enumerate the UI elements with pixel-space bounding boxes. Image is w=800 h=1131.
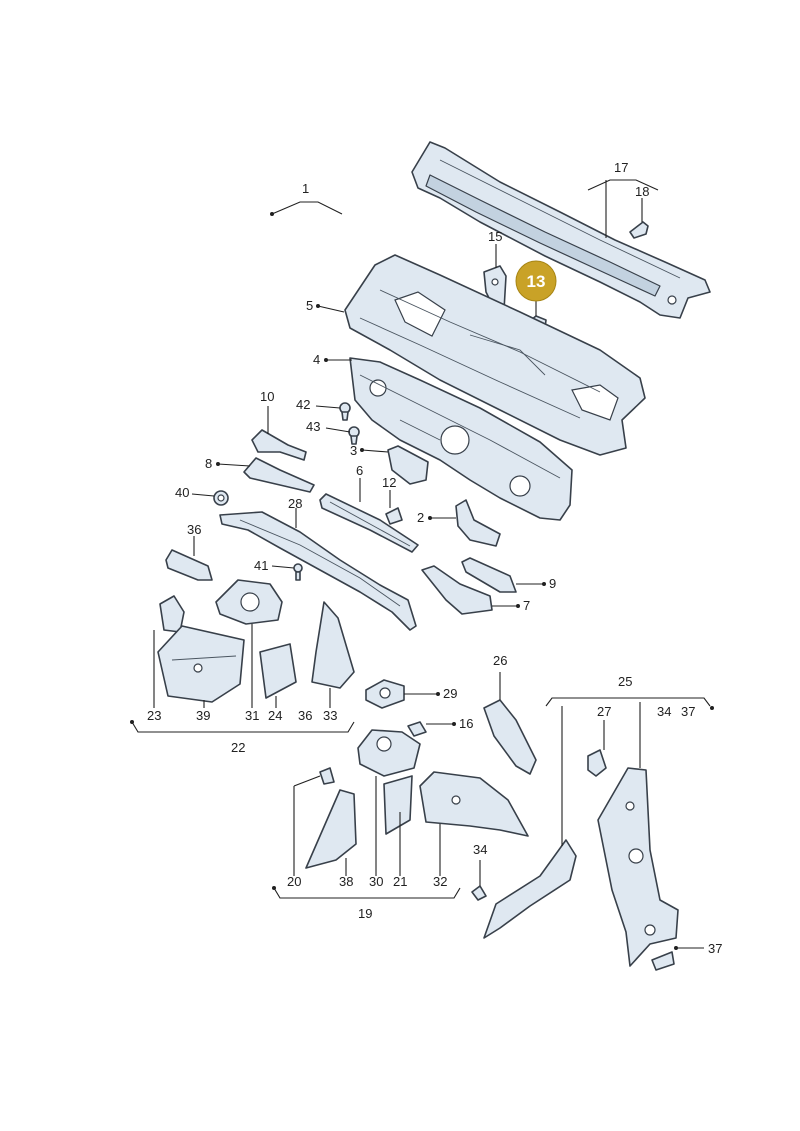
- callout-26: 26: [493, 653, 507, 668]
- part-23-bracket[interactable]: [159, 595, 185, 633]
- callout-40: 40: [175, 485, 189, 500]
- callout-7: 7: [523, 598, 530, 613]
- callout-20: 20: [287, 874, 301, 889]
- callout-37-bottom: 37: [708, 941, 722, 956]
- leader-lines: [130, 179, 714, 950]
- part-3-bracket[interactable]: [387, 445, 429, 485]
- part-37-plate[interactable]: [651, 951, 675, 971]
- part-2-bracket[interactable]: [455, 499, 501, 547]
- callout-41: 41: [254, 558, 268, 573]
- callout-17: 17: [614, 160, 628, 175]
- part-38-panel[interactable]: [305, 789, 357, 869]
- part-39-wheelhouse[interactable]: [157, 625, 245, 703]
- callout-2: 2: [417, 510, 424, 525]
- callout-38: 38: [339, 874, 353, 889]
- callout-39: 39: [196, 708, 210, 723]
- callout-29: 29: [443, 686, 457, 701]
- part-33-panel[interactable]: [311, 601, 355, 689]
- callout-6: 6: [356, 463, 363, 478]
- part-4-bulkhead[interactable]: [349, 357, 573, 521]
- part-24-panel[interactable]: [259, 643, 297, 699]
- callout-32: 32: [433, 874, 447, 889]
- callout-33: 33: [323, 708, 337, 723]
- callout-27: 27: [597, 704, 611, 719]
- callout-36-top: 36: [187, 522, 201, 537]
- highlight-badge: [515, 260, 557, 302]
- part-18-bracket[interactable]: [629, 221, 649, 239]
- part-31-strut-mount[interactable]: [215, 579, 283, 625]
- callout-34-bottom: 34: [473, 842, 487, 857]
- callout-42: 42: [296, 397, 310, 412]
- part-10-bracket[interactable]: [251, 429, 307, 461]
- part-26-member[interactable]: [483, 699, 537, 775]
- part-43-bolt[interactable]: [348, 426, 360, 445]
- part-8-bracket[interactable]: [243, 457, 315, 493]
- part-30-strut-tower[interactable]: [357, 729, 421, 777]
- part-5-plenum-panel[interactable]: [344, 254, 646, 456]
- part-41-screw[interactable]: [293, 563, 303, 581]
- callout-8: 8: [205, 456, 212, 471]
- part-40-nut[interactable]: [213, 490, 229, 506]
- callout-34-top: 34: [657, 704, 671, 719]
- part-28-rail[interactable]: [219, 511, 417, 631]
- part-36-bracket-a[interactable]: [165, 549, 213, 581]
- part-21-panel[interactable]: [383, 775, 413, 835]
- part-42-bolt[interactable]: [339, 402, 351, 421]
- callout-18: 18: [635, 184, 649, 199]
- callout-1: 1: [302, 181, 309, 196]
- callout-15: 15: [488, 229, 502, 244]
- callout-12: 12: [382, 475, 396, 490]
- part-20-clip[interactable]: [319, 767, 335, 785]
- callout-24: 24: [268, 708, 282, 723]
- callout-10: 10: [260, 389, 274, 404]
- callout-5: 5: [306, 298, 313, 313]
- part-17-cowl-crossmember[interactable]: [411, 141, 711, 319]
- part-16-clip[interactable]: [407, 721, 427, 737]
- part-9-bracket[interactable]: [461, 557, 517, 593]
- part-7-brace[interactable]: [421, 565, 493, 615]
- callout-30: 30: [369, 874, 383, 889]
- part-29-mount[interactable]: [365, 679, 405, 709]
- callout-31: 31: [245, 708, 259, 723]
- part-25-side-member[interactable]: [483, 839, 577, 939]
- highlight-label: 13: [527, 272, 546, 291]
- part-6-strip[interactable]: [319, 493, 419, 553]
- callout-28: 28: [288, 496, 302, 511]
- callout-labels: 1 17 18 15 5 4 10 42 43 3 8 6 12 40 28 2…: [147, 160, 722, 956]
- part-12-clip[interactable]: [385, 507, 403, 525]
- callout-37-top: 37: [681, 704, 695, 719]
- callout-25: 25: [618, 674, 632, 689]
- callout-43: 43: [306, 419, 320, 434]
- part-32-panel[interactable]: [419, 771, 529, 837]
- callout-3: 3: [350, 443, 357, 458]
- callout-36-bottom: 36: [298, 708, 312, 723]
- callout-23: 23: [147, 708, 161, 723]
- part-37-pillar-panel[interactable]: [597, 767, 679, 967]
- callout-9: 9: [549, 576, 556, 591]
- callout-21: 21: [393, 874, 407, 889]
- callout-16: 16: [459, 716, 473, 731]
- callout-19: 19: [358, 906, 372, 921]
- highlight-callout-13[interactable]: 13: [515, 260, 557, 302]
- part-27-clip[interactable]: [587, 749, 607, 777]
- callout-22: 22: [231, 740, 245, 755]
- part-34-clip[interactable]: [471, 885, 487, 901]
- callout-4: 4: [313, 352, 320, 367]
